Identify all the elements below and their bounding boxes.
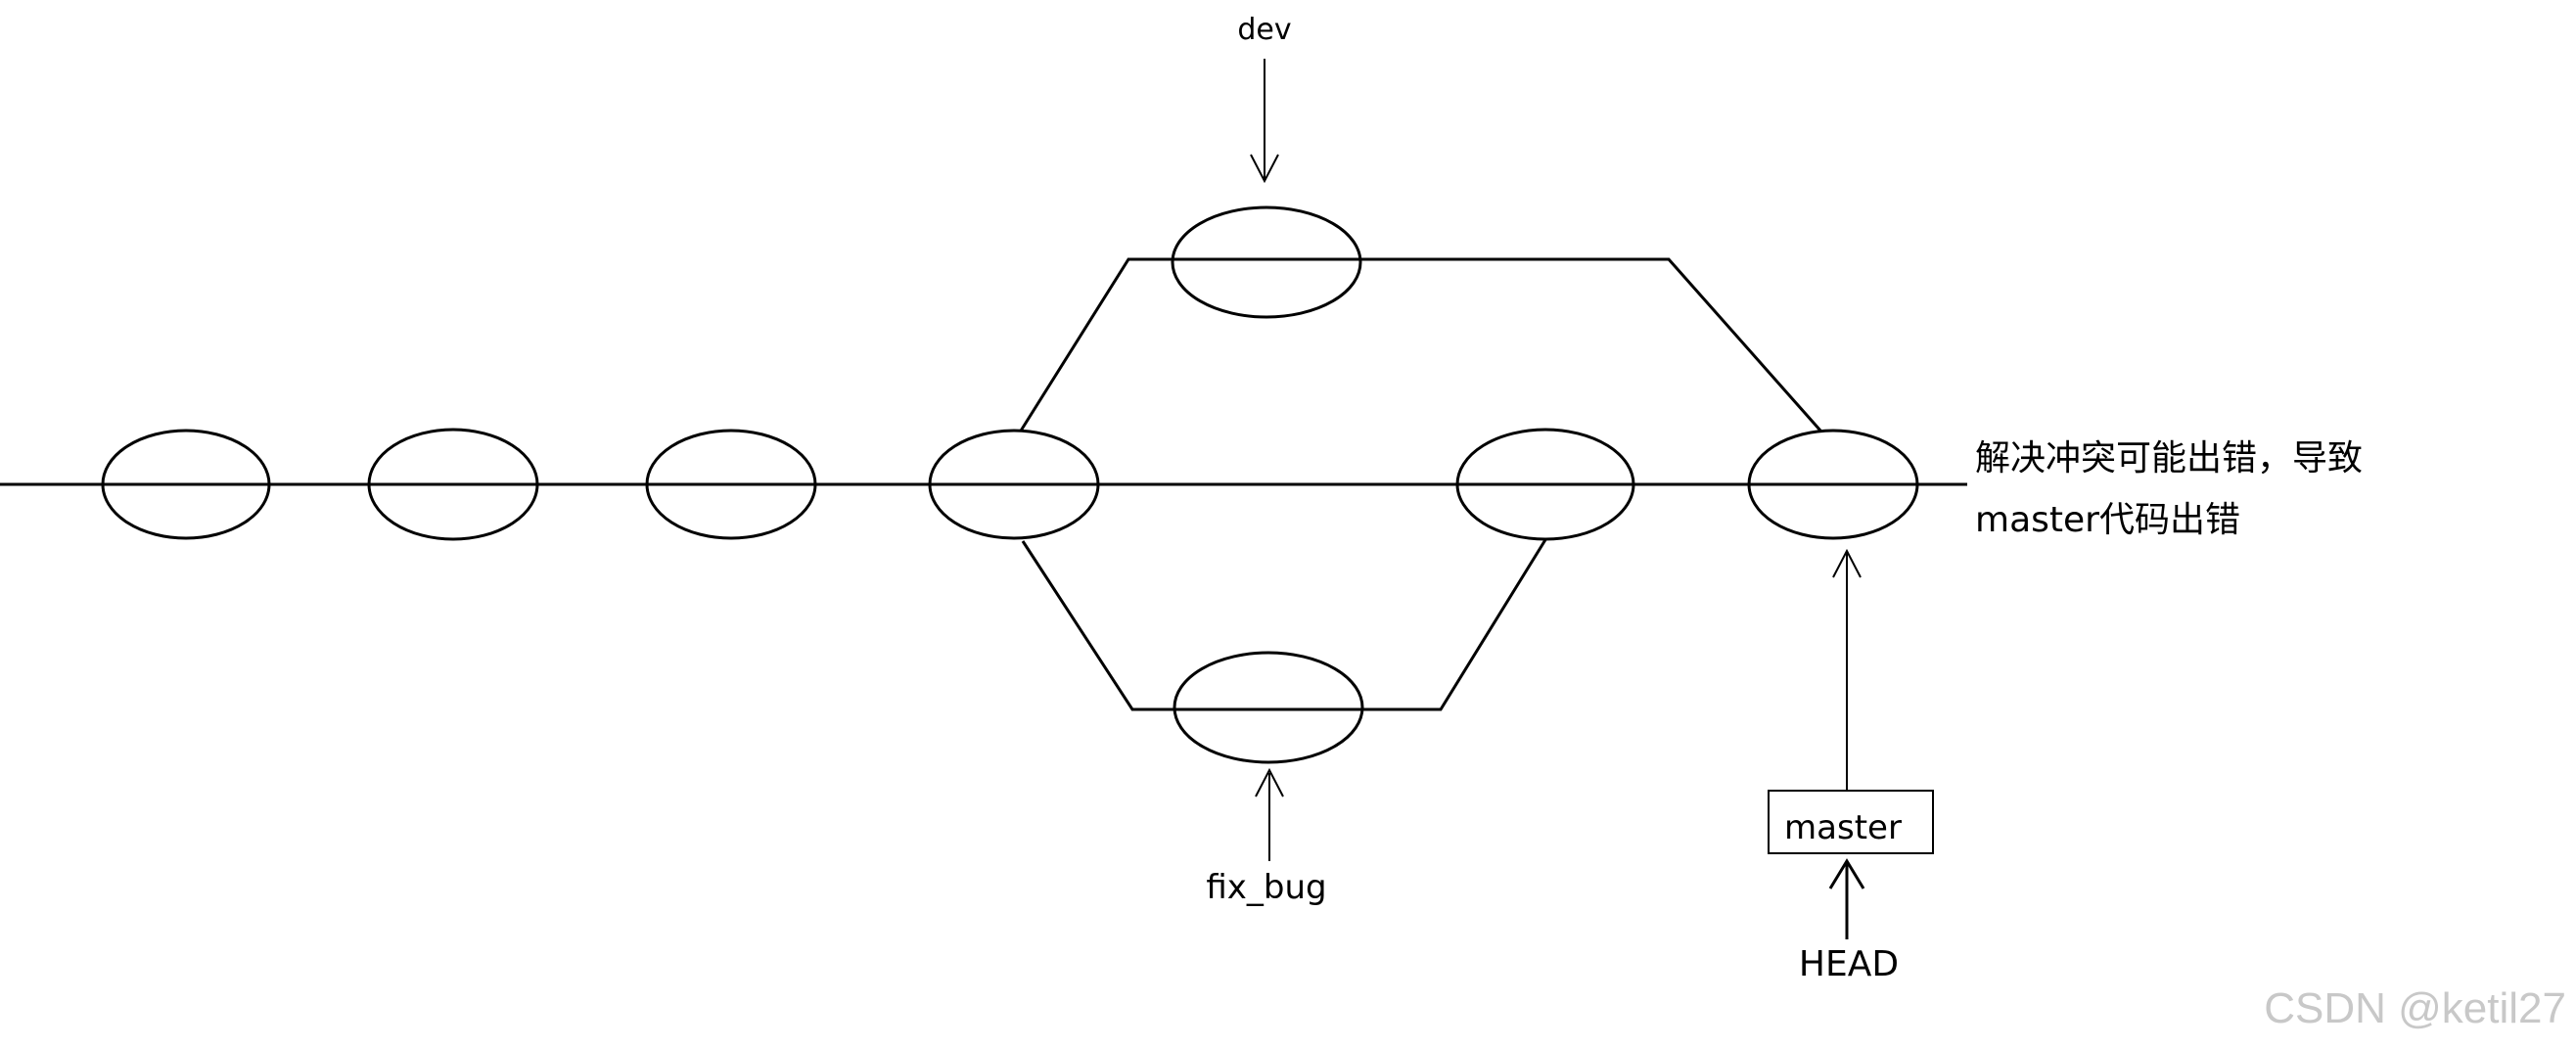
head-label: HEAD xyxy=(1799,944,1899,984)
head-arrow-head xyxy=(1828,858,1865,889)
watermark: CSDN @ketil27 xyxy=(2264,984,2566,1032)
note-line-1: 解决冲突可能出错，导致 xyxy=(1975,438,2363,478)
master-label: master xyxy=(1784,808,1902,847)
fix-bug-arrow-head xyxy=(1255,767,1284,797)
commit-node-fix-bug xyxy=(1173,651,1364,764)
dev-arrow-head xyxy=(1250,154,1279,184)
dev-branch-line xyxy=(1016,257,1822,436)
dev-label: dev xyxy=(1237,13,1291,47)
note-line-2: master代码出错 xyxy=(1975,500,2240,540)
master-box xyxy=(1768,790,1934,854)
master-arrow-head xyxy=(1832,548,1862,578)
commit-node-dev xyxy=(1171,205,1362,319)
fix-bug-label: fix_bug xyxy=(1206,868,1326,907)
